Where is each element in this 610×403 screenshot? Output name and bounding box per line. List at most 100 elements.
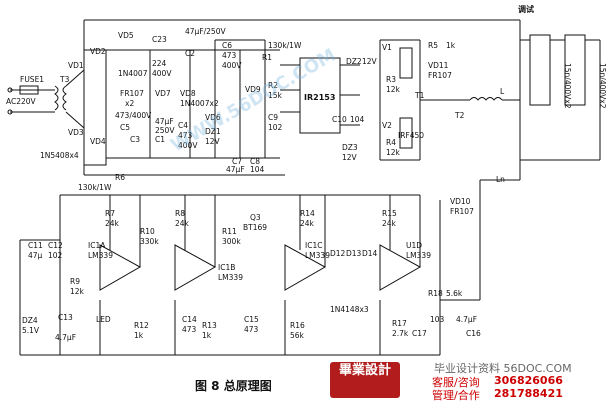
vd5-part-label: 1N4007 xyxy=(118,69,148,78)
r18-label: R18 xyxy=(428,289,443,298)
c5-label: C5 xyxy=(120,123,130,132)
c6-value-label: 473 xyxy=(222,51,237,60)
ic1d-part-label: LM339 xyxy=(406,251,431,260)
r5-label: R5 xyxy=(428,41,438,50)
vd11-label: VD11 xyxy=(428,61,449,70)
dz3-label: DZ3 xyxy=(342,143,358,152)
r12-value-label: 1k xyxy=(134,331,144,340)
dz3-value-label: 12V xyxy=(342,153,358,162)
r7-value-label: 24k xyxy=(105,219,120,228)
ic1b-part-label: LM339 xyxy=(218,273,243,282)
vd7-label: VD7 xyxy=(155,89,171,98)
c15-label: C15 xyxy=(244,315,259,324)
r14-label: R14 xyxy=(300,209,315,218)
ic-label: IR2153 xyxy=(304,93,335,102)
ic1a-comparator xyxy=(99,244,142,291)
bridge-label: 1N5408x4 xyxy=(40,151,79,160)
c8-value-label: 104 xyxy=(250,165,265,174)
c23-value-label: 224 xyxy=(152,59,167,68)
c12-value-label: 102 xyxy=(48,251,63,260)
watermark-logo: 畢業設計 xyxy=(330,362,400,398)
c2-value-label: 47μF/250V xyxy=(185,27,226,36)
c9-label: C9 xyxy=(268,113,278,122)
r11-label: R11 xyxy=(222,227,237,236)
vd11-part-label: FR107 xyxy=(428,71,452,80)
vd1-label: VD1 xyxy=(68,61,84,70)
c23-unit-label: 400V xyxy=(152,69,172,78)
vd6-label: VD6 xyxy=(205,113,221,122)
fr107-label: FR107 xyxy=(120,89,144,98)
c6-unit-label: 400V xyxy=(222,61,242,70)
c4-label: C4 xyxy=(178,121,188,130)
d14-part-label: 1N4148x3 xyxy=(330,305,369,314)
v1-label: V1 xyxy=(382,43,392,52)
watermark-guanli: 管理/合作 xyxy=(432,389,480,402)
d14-label: D14 xyxy=(362,249,378,258)
watermark-bar: 毕业设计资料 56DOC.COM 客服/咨询 306826066 管理/合作 2… xyxy=(404,360,610,402)
r6-label: R6 xyxy=(115,173,125,182)
q3-part-label: BT169 xyxy=(243,223,267,232)
c17-label: C17 xyxy=(412,329,427,338)
ic1c-part-label: LM339 xyxy=(305,251,330,260)
r17-value-label: 2.7k xyxy=(392,329,409,338)
c2-label: C2 xyxy=(185,49,195,58)
watermark-guanli-number: 281788421 xyxy=(494,387,563,400)
fuse-label: FUSE1 xyxy=(20,75,44,84)
v2-label: V2 xyxy=(382,121,392,130)
vd9-label: VD9 xyxy=(245,85,261,94)
r14-value-label: 24k xyxy=(300,219,315,228)
vd4-label: VD4 xyxy=(90,137,106,146)
ln-label: Ln xyxy=(496,175,505,184)
t3-label: T3 xyxy=(59,75,70,84)
vd8-part-label: 1N4007x2 xyxy=(180,99,219,108)
c16-value-label: 4.7μF xyxy=(456,315,477,324)
c12-label: C12 xyxy=(48,241,63,250)
watermark-kefu-number: 306826066 xyxy=(494,374,563,387)
d13-label: D13 xyxy=(346,249,362,258)
c4-unit-label: 400V xyxy=(178,141,198,150)
vd3-label: VD3 xyxy=(68,128,84,137)
c14-label: C14 xyxy=(182,315,197,324)
x2-label: x2 xyxy=(125,99,134,108)
c10-label: C10 xyxy=(332,115,347,124)
r1-value-label: 130k/1W xyxy=(268,41,302,50)
r3-value-label: 12k xyxy=(386,85,401,94)
irf-label: IRF450 xyxy=(398,131,424,140)
watermark-line1: 毕业设计资料 56DOC.COM xyxy=(434,362,572,375)
c15-value-label: 473 xyxy=(244,325,259,334)
r9-value-label: 12k xyxy=(70,287,85,296)
r4-label: R4 xyxy=(386,138,396,147)
c16-label: C16 xyxy=(466,329,481,338)
c4-value-label: 473 xyxy=(178,131,193,140)
c23-label: C23 xyxy=(152,35,167,44)
r9-label: R9 xyxy=(70,277,80,286)
c13-value-label: 4.7μF xyxy=(55,333,76,342)
c13-label: C13 xyxy=(58,313,73,322)
r15-value-label: 24k xyxy=(382,219,397,228)
r15-label: R15 xyxy=(382,209,397,218)
c7-label: C7 xyxy=(232,157,242,166)
ac-label: AC220V xyxy=(6,97,37,106)
ic1b-comparator xyxy=(174,244,217,291)
ic1d-label: U1D xyxy=(406,241,422,250)
title-label: 调试 xyxy=(518,4,534,14)
c11-value-label: 47μ xyxy=(28,251,43,260)
led-label: LED xyxy=(96,315,111,324)
figure-caption: 图 8 总原理图 xyxy=(195,379,272,393)
c10-value-label: 104 xyxy=(350,115,365,124)
l-label: L xyxy=(500,87,505,96)
t1-label: T1 xyxy=(414,91,425,100)
ic1c-comparator xyxy=(284,244,327,291)
r17-label: R17 xyxy=(392,319,407,328)
r10-label: R10 xyxy=(140,227,155,236)
vd5-label: VD5 xyxy=(118,31,134,40)
vd10-label: VD10 xyxy=(450,197,471,206)
r6-value-label: 130k/1W xyxy=(78,183,112,192)
c1-unit-label: 250V xyxy=(155,126,175,135)
ic1b-label: IC1B xyxy=(218,263,235,272)
ic1c-label: IC1C xyxy=(305,241,322,250)
r3-label: R3 xyxy=(386,75,396,84)
cap1-label: 15n/400Vx2 xyxy=(563,63,572,109)
r7-label: R7 xyxy=(105,209,115,218)
dz1-label: DZ1 xyxy=(205,127,221,136)
